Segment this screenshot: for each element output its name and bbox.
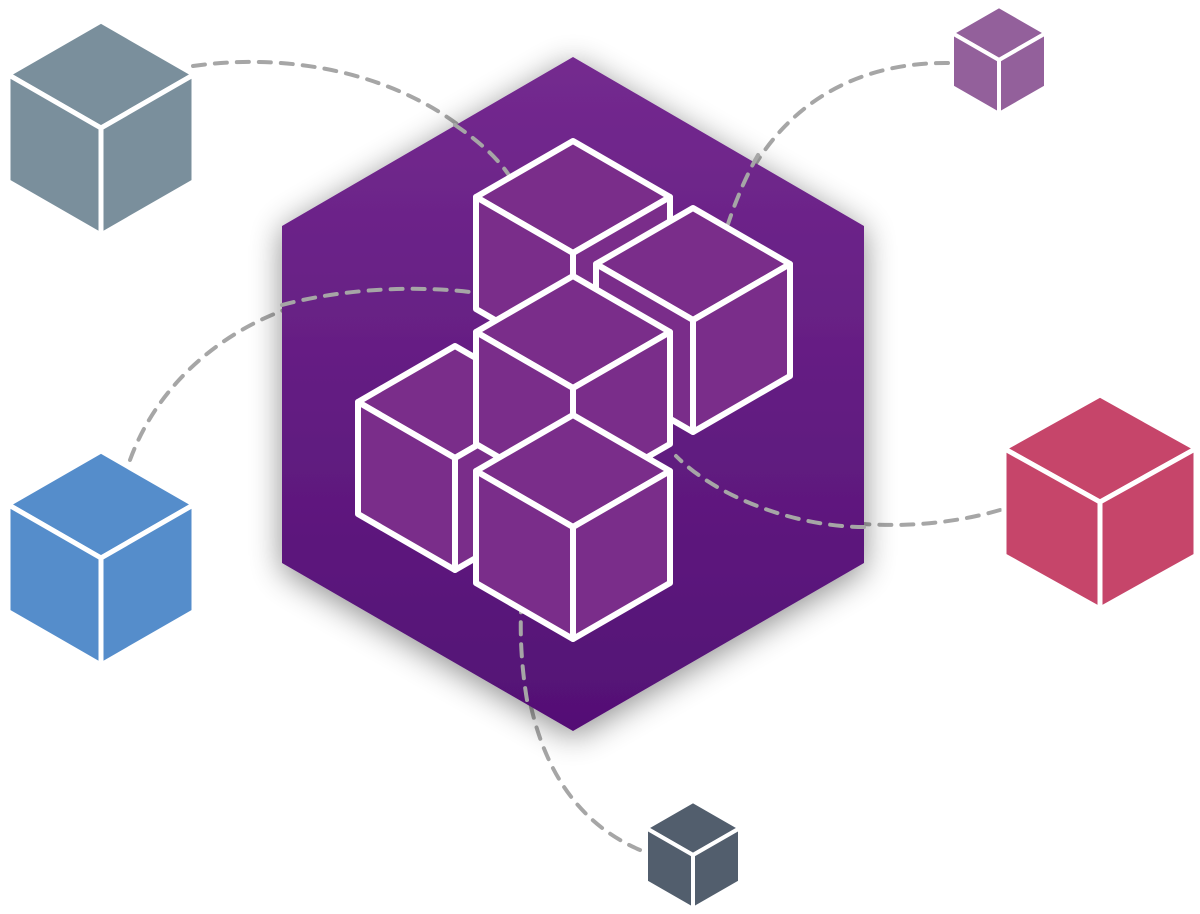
cube-mid-left-cube-icon [5,448,197,668]
cube-top-left-cube-icon-right-face [98,72,197,238]
inner-cube-5-right-face [570,468,673,642]
cube-mid-left-cube-icon-right-face [98,502,197,668]
connector-overlay-mid-left [280,286,472,307]
cube-top-right-cube-icon [950,4,1048,116]
satellite-cubes [5,4,1199,911]
connector-overlays [280,123,866,702]
cube-mid-right-cube-icon-right-face [1097,446,1199,612]
inner-cube-2-right-face [690,261,793,435]
cube-bottom-cube-icon [644,799,742,911]
connector-bottom [519,610,642,852]
cube-mid-right-cube-icon [1001,392,1199,612]
stacked-cubes-icon [355,138,793,642]
inner-cube-5 [473,412,673,642]
cube-top-right-cube-icon-right-face [997,31,1048,116]
connector-overlay-top-right [726,153,760,226]
cube-top-left-cube-icon [5,18,197,238]
cube-bottom-cube-icon-right-face [691,826,742,911]
connector-overlay-mid-right [674,454,866,529]
connector-overlay-top-left [453,123,514,182]
connector-overlay-bottom [518,610,529,702]
